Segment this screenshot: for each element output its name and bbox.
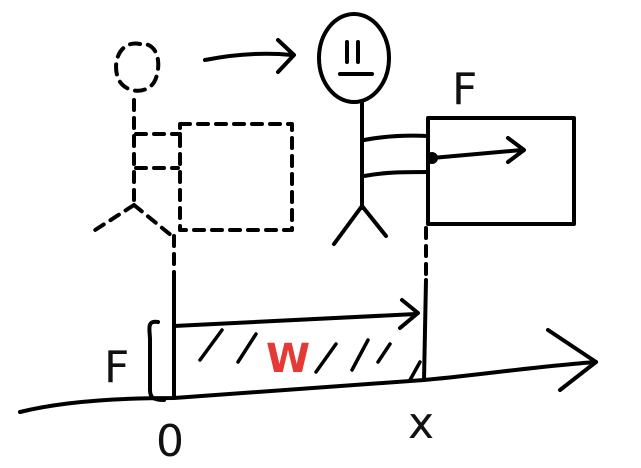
pushing-person [317,12,430,246]
final-box [426,116,576,226]
force-height-brace [147,319,166,402]
motion-arrow [203,38,296,74]
x-axis-arrowhead [546,328,598,392]
force-arrow [430,136,526,164]
initial-person-ghost [90,41,182,238]
force-label-left: F [104,342,129,393]
initial-box-ghost [178,122,294,232]
position-line [422,278,428,382]
x-axis [18,360,598,414]
origin-label: 0 [156,416,184,467]
work-region [172,298,422,382]
work-label: W [266,336,310,382]
force-label-top: F [452,64,477,115]
position-label: x [408,398,434,449]
